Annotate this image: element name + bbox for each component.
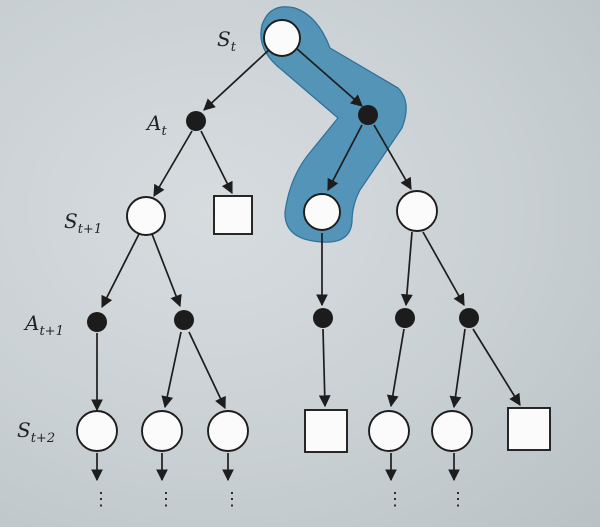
label-s-t-plus-1: St+1: [64, 209, 102, 237]
state-node: [396, 190, 438, 232]
edges: [91, 47, 521, 482]
state-node: [141, 410, 183, 452]
action-node: [87, 312, 107, 332]
action-node: [313, 308, 333, 328]
state-node: [368, 410, 410, 452]
state-nodes: [76, 19, 473, 452]
continuation-dots: ⋮ ⋮ ⋮ ⋮ ⋮: [92, 489, 467, 510]
state-node: [431, 410, 473, 452]
label-s-t-plus-2: St+2: [17, 418, 55, 446]
highlighted-path: [260, 6, 407, 243]
continuation-dots-item: ⋮: [386, 489, 404, 510]
action-node: [174, 310, 194, 330]
state-node: [303, 193, 341, 231]
action-node: [358, 105, 378, 125]
action-nodes: [87, 105, 479, 332]
action-node: [395, 308, 415, 328]
state-node: [207, 410, 249, 452]
action-node: [459, 308, 479, 328]
terminal-node: [213, 195, 253, 235]
continuation-dots-item: ⋮: [92, 489, 110, 510]
state-node: [126, 196, 166, 236]
label-a-t: At: [145, 111, 167, 139]
state-node: [76, 410, 118, 452]
state-node-root: [263, 19, 301, 57]
terminal-node: [304, 409, 348, 453]
continuation-dots-item: ⋮: [223, 489, 241, 510]
action-node: [186, 111, 206, 131]
terminal-node: [507, 407, 551, 451]
terminal-nodes: [213, 195, 551, 453]
continuation-dots-item: ⋮: [449, 489, 467, 510]
label-s-t: St: [217, 27, 237, 55]
label-a-t-plus-1: At+1: [23, 311, 64, 339]
continuation-dots-item: ⋮: [157, 489, 175, 510]
